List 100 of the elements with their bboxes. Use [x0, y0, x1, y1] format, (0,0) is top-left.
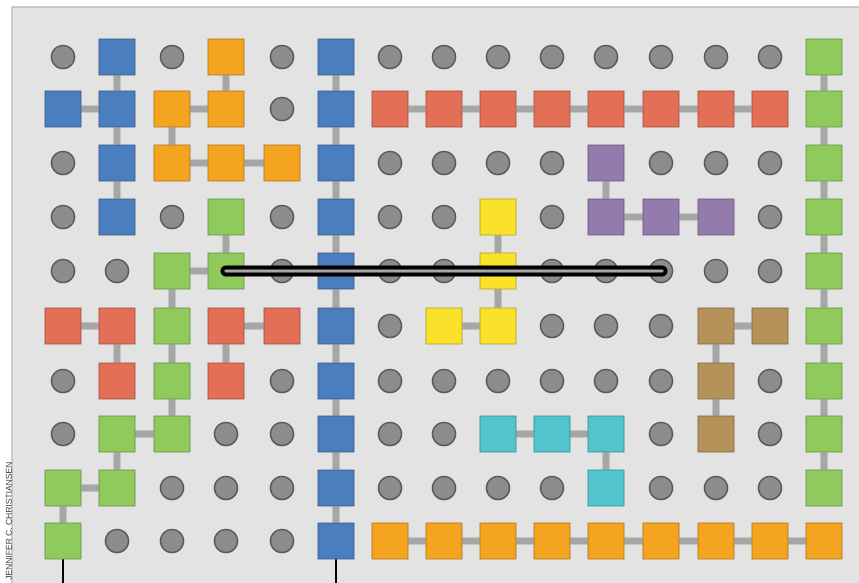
square-block — [806, 38, 842, 76]
connector-line — [516, 106, 534, 112]
square-block — [698, 362, 734, 400]
connector-line — [135, 430, 154, 438]
connector-line — [332, 399, 340, 416]
square-block — [642, 522, 680, 560]
square-block — [752, 522, 788, 560]
square-block — [264, 144, 300, 182]
connector-line — [602, 452, 610, 470]
square-block — [318, 90, 354, 128]
square-block — [318, 38, 354, 76]
connector-line — [114, 127, 120, 145]
square-block — [698, 416, 734, 452]
square-block — [98, 90, 136, 128]
square-block — [806, 416, 842, 452]
square-block — [806, 90, 842, 128]
square-block — [642, 90, 680, 128]
square-block — [752, 308, 788, 344]
connector-line — [332, 235, 340, 253]
square-block — [208, 362, 244, 400]
square-block — [98, 470, 136, 506]
square-block — [480, 198, 516, 236]
connector-line — [820, 235, 828, 253]
connector-line — [62, 559, 64, 583]
square-block — [372, 90, 408, 128]
connector-line — [332, 289, 340, 308]
connector-line — [332, 75, 340, 91]
square-block — [752, 90, 788, 128]
connector-line — [114, 181, 120, 199]
square-block — [426, 522, 462, 560]
square-block — [806, 308, 842, 344]
square-block — [154, 362, 190, 400]
connector-line — [114, 452, 120, 470]
square-block — [318, 470, 354, 506]
square-block — [426, 308, 462, 344]
connector-line — [602, 181, 610, 199]
connector-line — [114, 344, 120, 363]
connector-line — [408, 538, 426, 544]
connector-line — [679, 106, 698, 112]
square-block — [318, 522, 354, 560]
connector-line — [570, 538, 588, 544]
connector-line — [734, 538, 752, 544]
connector-line — [712, 344, 720, 363]
connector-line — [494, 235, 502, 253]
connector-line — [244, 160, 264, 166]
connector-line — [244, 322, 264, 330]
square-block — [318, 308, 354, 344]
square-block — [44, 522, 82, 560]
square-block — [588, 90, 624, 128]
connector-line — [114, 75, 120, 91]
square-block — [318, 198, 354, 236]
connector-line — [462, 106, 480, 112]
connector-line — [820, 75, 828, 91]
connector-line — [335, 559, 337, 583]
square-block — [698, 308, 734, 344]
connector-line — [332, 452, 340, 470]
square-block — [806, 522, 842, 560]
square-block — [264, 308, 300, 344]
connector-line — [820, 344, 828, 363]
square-block — [154, 144, 190, 182]
connector-line — [168, 289, 176, 308]
square-block — [318, 416, 354, 452]
square-block — [480, 522, 516, 560]
connector-line — [190, 106, 208, 112]
square-block — [642, 198, 680, 236]
square-block — [426, 90, 462, 128]
connector-line — [570, 430, 588, 438]
square-block — [588, 470, 624, 506]
connector-line — [820, 399, 828, 416]
square-block — [98, 144, 136, 182]
square-block — [534, 522, 570, 560]
square-block — [698, 522, 734, 560]
square-block — [98, 38, 136, 76]
connector-line — [222, 75, 230, 91]
square-block — [208, 38, 244, 76]
connector-line — [168, 399, 176, 416]
connector-line — [222, 235, 230, 253]
connector-line — [624, 538, 643, 544]
square-block — [318, 362, 354, 400]
square-block — [534, 416, 570, 452]
connector-line — [820, 289, 828, 308]
square-block — [480, 416, 516, 452]
connector-line — [222, 344, 230, 363]
square-block — [806, 144, 842, 182]
square-block — [698, 198, 734, 236]
square-block — [208, 144, 244, 182]
square-block — [806, 252, 842, 290]
square-block — [208, 90, 244, 128]
connector-line — [712, 399, 720, 416]
square-block — [588, 198, 624, 236]
square-block — [534, 90, 570, 128]
connector-line — [168, 344, 176, 363]
connector-line — [734, 106, 752, 112]
square-block — [588, 144, 624, 182]
connector-line — [570, 106, 588, 112]
wire-line — [220, 266, 668, 276]
square-block — [480, 308, 516, 344]
connector-line — [462, 322, 480, 330]
connector-line — [332, 506, 340, 523]
square-block — [44, 308, 82, 344]
